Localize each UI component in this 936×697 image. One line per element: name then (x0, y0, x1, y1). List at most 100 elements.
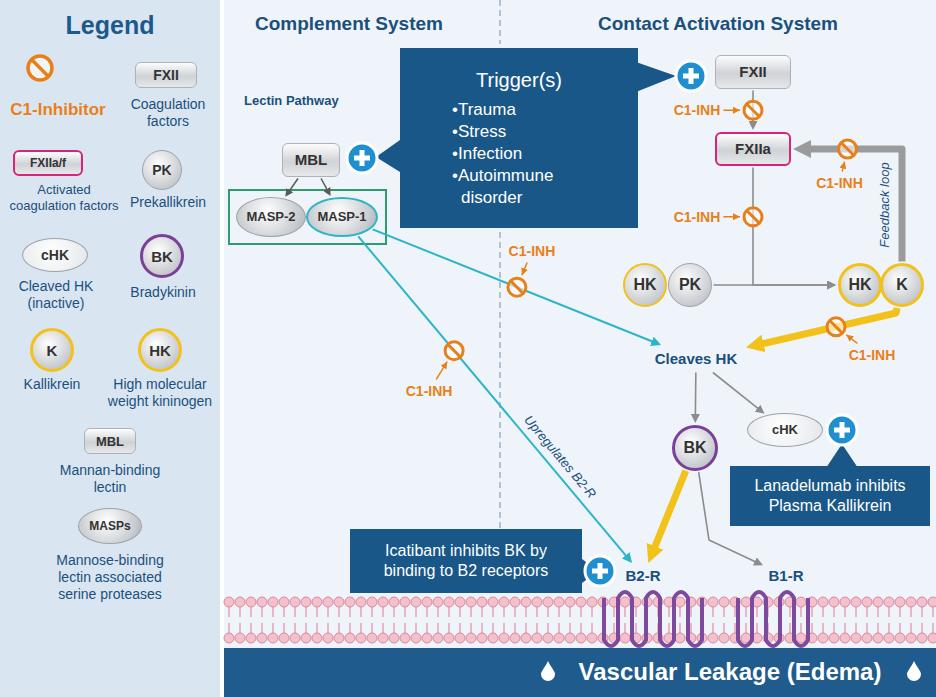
trigger-callout: Trigger(s)•Trauma•Stress•Infection•Autoi… (400, 48, 638, 228)
legend-text: C1-Inhibitor (3, 100, 113, 120)
lipid-tail (679, 607, 681, 617)
lipid-tail (613, 623, 615, 633)
lipid-tail (899, 607, 901, 617)
connector (714, 284, 829, 286)
lipid-tail (448, 623, 450, 633)
lipid-tail (459, 607, 461, 617)
lipid-tail (811, 607, 813, 617)
lipid-tail (624, 623, 626, 633)
lipid-tail (723, 623, 725, 633)
lipid-tail (316, 623, 318, 633)
lipid-tail (536, 623, 538, 633)
lipid-tail (921, 623, 923, 633)
lipid-tail (690, 623, 692, 633)
lipid-tail (481, 623, 483, 633)
lipid-head (840, 633, 850, 643)
lipid-tail (525, 607, 527, 617)
lipid-head (708, 633, 718, 643)
inhibitor-ring (508, 278, 526, 296)
connector (654, 471, 686, 550)
node-text: Trigger(s) (406, 68, 632, 93)
plus-bar (689, 68, 694, 84)
lipid-head (719, 597, 729, 607)
lipid-head (895, 633, 905, 643)
lipid-head (917, 633, 927, 643)
legend-text: Coagulation factors (118, 96, 218, 130)
lipid-tail (712, 607, 714, 617)
lipid-tail (404, 623, 406, 633)
lipid-tail (910, 623, 912, 633)
masp-ellipse: MASP-1 (306, 197, 378, 237)
lipid-tail (448, 607, 450, 617)
lipid-head (620, 633, 630, 643)
lipid-head (290, 633, 300, 643)
plus-symbol (676, 61, 706, 91)
drug-callout: Icatibant inhibits BK by binding to B2 r… (350, 529, 582, 593)
lipid-head (521, 633, 531, 643)
lipid-head (499, 597, 509, 607)
lipid-tail (349, 607, 351, 617)
lipid-head (796, 597, 806, 607)
lipid-head (587, 633, 597, 643)
lipid-head (818, 633, 828, 643)
lipid-tail (888, 623, 890, 633)
node-text: K (896, 275, 908, 294)
lipid-tail (415, 623, 417, 633)
inhibitor-label: C1-INH (816, 175, 863, 192)
legend-panel (0, 0, 220, 697)
cleaved-hk-ellipse: cHK (747, 413, 823, 447)
lipid-head (532, 597, 542, 607)
lipid-tail (569, 607, 571, 617)
callout-pointer (636, 62, 676, 92)
lipid-head (510, 633, 520, 643)
lipid-head (279, 633, 289, 643)
lipid-tail (261, 607, 263, 617)
lipid-head (543, 633, 553, 643)
inhibitor-slash (32, 60, 49, 77)
lipid-head (466, 597, 476, 607)
lipid-tail (877, 607, 879, 617)
lipid-head (906, 597, 916, 607)
lipid-head (741, 597, 751, 607)
lipid-tail (558, 607, 560, 617)
legend-sample: FXIIa/f (13, 150, 83, 176)
lipid-head (224, 633, 234, 643)
plus-disc (347, 143, 377, 173)
lipid-tail (800, 623, 802, 633)
lipid-tail (811, 623, 813, 633)
inhibitor-ring (28, 56, 52, 80)
legend-sample: BK (140, 234, 184, 278)
node-text: •Stress (452, 121, 602, 143)
lipid-tail (228, 607, 230, 617)
leader-arrow (842, 162, 844, 172)
lipid-head (257, 633, 267, 643)
plus-symbol (827, 415, 857, 445)
leader-arrow (723, 110, 740, 112)
lipid-tail (459, 623, 461, 633)
legend-text: Activated coagulation factors (3, 182, 125, 213)
legend-sample: MBL (84, 428, 136, 454)
legend-title: Legend (66, 10, 155, 40)
lipid-tail (349, 623, 351, 633)
plus-bar (598, 563, 603, 579)
lipid-head (235, 633, 245, 643)
edge-label: Upregulates B2-R (519, 411, 600, 503)
lipid-tail (492, 607, 494, 617)
lipid-tail (833, 607, 835, 617)
inhibitor-slash (830, 321, 843, 334)
lipid-head (268, 597, 278, 607)
lipid-head (290, 597, 300, 607)
lipid-head (257, 597, 267, 607)
lipid-tail (679, 623, 681, 633)
legend-text: Cleaved HK (inactive) (2, 278, 110, 312)
lipid-head (367, 633, 377, 643)
lipid-head (510, 597, 520, 607)
lipid-tail (327, 607, 329, 617)
node-text: Vascular Leakage (Edema) (579, 658, 882, 687)
lipid-head (488, 633, 498, 643)
lipid-head (268, 633, 278, 643)
lipid-tail (525, 623, 527, 633)
legend-sample: K (30, 328, 74, 372)
lipid-head (466, 633, 476, 643)
